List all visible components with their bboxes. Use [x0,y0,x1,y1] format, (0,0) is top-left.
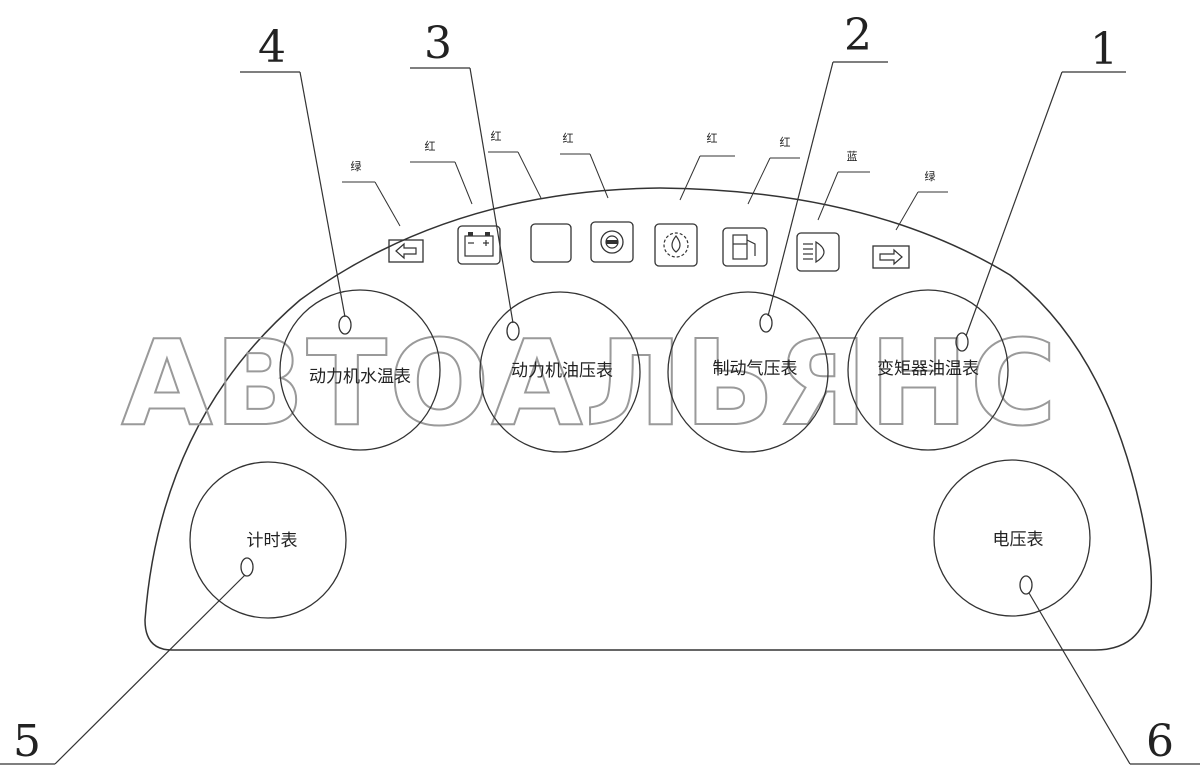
gauge-converter-oil-temp: 变矩器油温表 [847,289,1009,451]
callout-leaders [0,61,1200,765]
indicator-color-label: 蓝 [847,150,858,163]
gauge-label: 计时表 [247,531,298,551]
gauge-brake-air-pressure: 制动气压表 [667,291,829,453]
indicator-color-label: 绿 [351,159,362,173]
indicator-color-label: 红 [707,132,718,145]
gauge-label: 电压表 [993,530,1044,550]
mount-hole-6 [1019,575,1033,595]
gauge-hour-meter: 计时表 [189,461,347,619]
callout-number: 2 [844,10,872,61]
battery-charge-icon [457,225,501,265]
mount-hole-5 [240,557,254,577]
indicator-color-label: 绿 [925,169,936,183]
indicator-color-label: 红 [491,130,502,143]
indicator-color-label: 红 [425,140,436,153]
gauge-voltmeter: 电压表 [933,459,1091,617]
panel-outline [144,187,1152,651]
indicator-color-label: 红 [563,132,574,145]
oil-pressure-gear-icon [654,223,698,267]
mount-hole-2 [759,313,773,333]
callout-number: 3 [424,18,452,69]
gauge-label: 制动气压表 [713,359,798,379]
blank-indicator-icon [530,223,572,263]
indicator-color-label: 红 [780,136,791,149]
brake-warning-icon [590,221,634,263]
callout-number: 4 [258,22,286,73]
callout-number: 6 [1146,716,1174,767]
left-turn-arrow-icon [388,239,424,263]
high-beam-icon [796,232,840,272]
callout-number: 5 [13,716,41,767]
right-turn-arrow-icon [872,245,910,269]
gauge-label: 变矩器油温表 [877,359,979,379]
gauge-label: 动力机水温表 [309,367,411,387]
indicator-leaders [342,151,948,231]
mount-hole-1 [955,332,969,352]
gauge-engine-oil-pressure: 动力机油压表 [479,291,641,453]
callout-number: 1 [1090,24,1118,75]
gauge-engine-water-temp: 动力机水温表 [279,289,441,451]
fuel-pump-icon [722,227,768,267]
gauge-label: 动力机油压表 [511,361,613,381]
watermark-text: АВТОАЛЬЯНС [121,314,1059,452]
